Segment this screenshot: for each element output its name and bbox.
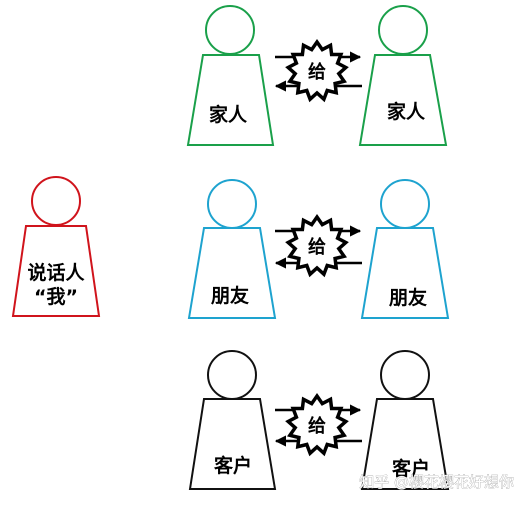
clients-right-figure: 客户: [360, 350, 450, 490]
family-right-body: [358, 54, 448, 146]
watermark: 知乎 @樱花樱花好想你: [359, 473, 514, 491]
family-left-label: 家人: [209, 103, 248, 126]
friends-left-body: [187, 227, 277, 319]
family-left-figure: 家人: [186, 5, 275, 146]
clients-left-label: 客户: [214, 454, 252, 477]
friends-left-label: 朋友: [211, 284, 249, 307]
family-left-body: [186, 54, 275, 146]
speaker-figure: 说话人 “我”: [11, 176, 101, 317]
friends-exchange: 给: [274, 213, 362, 278]
family-right-label: 家人: [387, 100, 426, 123]
family-give-burst: [285, 38, 349, 103]
clients-left-figure: 客户: [188, 350, 277, 490]
speaker-head: [31, 176, 81, 226]
clients-left-head: [207, 350, 257, 400]
friends-right-head: [380, 179, 430, 229]
family-right-head: [378, 5, 428, 55]
clients-give-burst: [285, 392, 349, 457]
clients-right-body: [360, 398, 450, 490]
family-row: 家人 家人 给: [186, 5, 448, 146]
clients-right-label: 客户: [392, 457, 430, 480]
speaker-label-line1: 说话人: [27, 261, 85, 284]
family-right-figure: 家人: [358, 5, 448, 146]
friends-give-label: 给: [308, 236, 326, 258]
friends-left-head: [207, 179, 257, 229]
friends-give-burst: [285, 213, 349, 278]
clients-row: 客户 客户 给: [188, 350, 450, 490]
clients-right-head: [380, 350, 430, 400]
family-exchange: 给: [274, 38, 362, 103]
friends-right-figure: 朋友: [360, 179, 450, 319]
family-give-label: 给: [308, 61, 326, 83]
clients-left-body: [188, 398, 277, 490]
friends-left-figure: 朋友: [187, 179, 277, 319]
friends-right-body: [360, 227, 450, 319]
friends-row: 朋友 朋友 给: [187, 179, 450, 319]
family-left-head: [205, 5, 255, 55]
speaker-label-line2: “我”: [34, 286, 78, 308]
clients-give-label: 给: [308, 415, 326, 437]
speaker-body: [11, 225, 101, 317]
clients-exchange: 给: [274, 392, 362, 457]
friends-right-label: 朋友: [389, 286, 427, 309]
